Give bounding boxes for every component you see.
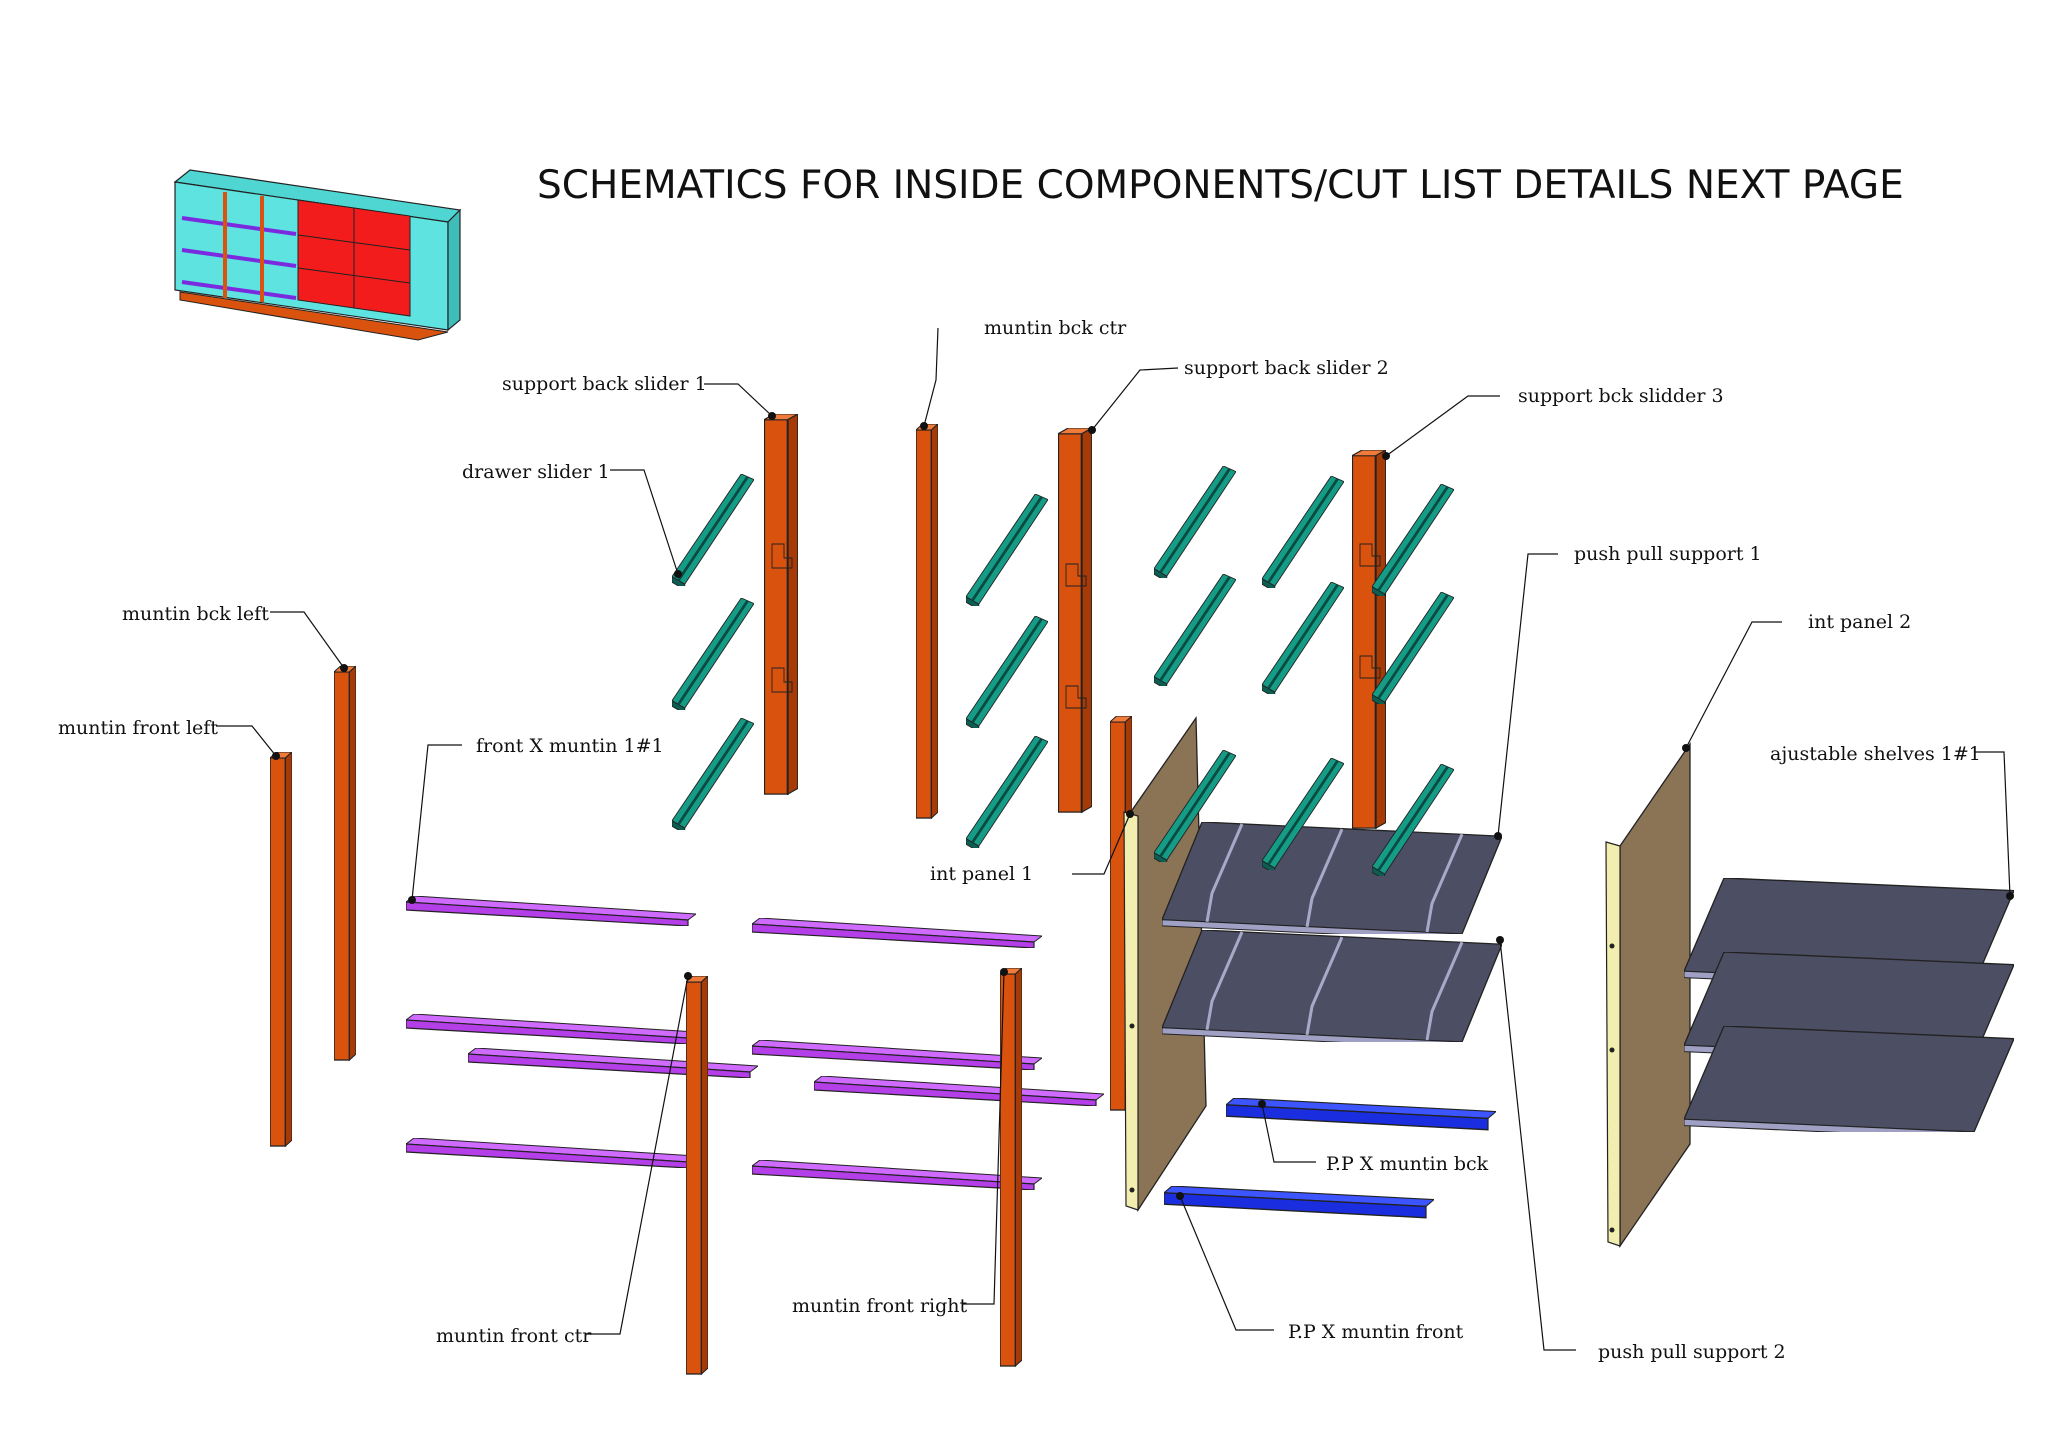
drawer-slider-part [672,718,754,830]
muntin-front-left-part [270,752,292,1147]
push-pull-support-2-part [1162,930,1502,1042]
drawer-slider-part [1154,574,1236,686]
part-labels: support back slider 1 muntin bck ctr sup… [58,317,1981,1363]
int-panel-1-part [1123,715,1207,1213]
label-muntin-front-left: muntin front left [58,717,218,739]
muntin-front-right-part [1000,968,1022,1367]
drawer-slider-part [1262,582,1344,694]
label-int-panel-2: int panel 2 [1808,611,1911,633]
support-back-slider-2-part [1058,428,1092,814]
label-ajustable-shelves: ajustable shelves 1#1 [1770,743,1981,765]
front-x-muntin-part [468,1048,758,1078]
muntin-bck-left-part [334,666,356,1061]
drawer-slider-part [966,736,1048,848]
label-muntin-front-ctr: muntin front ctr [436,1325,592,1347]
label-drawer-slider-1: drawer slider 1 [462,461,610,483]
label-push-pull-support-2: push pull support 2 [1598,1341,1786,1363]
label-support-back-slider-2: support back slider 2 [1184,357,1389,379]
muntin-bck-ctr-part [916,424,938,819]
drawer-slider-part [672,598,754,710]
pp-x-muntin-front-part [1164,1186,1434,1219]
cabinet-thumbnail [173,169,462,341]
adjustable-shelves [1684,878,2014,1132]
label-front-x-muntin: front X muntin 1#1 [476,735,664,757]
label-support-back-slider-1: support back slider 1 [502,373,707,395]
label-muntin-front-right: muntin front right [792,1295,968,1317]
front-x-muntin-part [406,896,696,926]
drawer-slider-part [672,474,754,586]
label-pp-x-muntin-front: P.P X muntin front [1288,1321,1464,1343]
label-pp-x-muntin-bck: P.P X muntin bck [1326,1153,1489,1175]
label-int-panel-1: int panel 1 [930,863,1033,885]
int-panel-2-part [1605,741,1691,1249]
drawer-slider-part [1262,476,1344,588]
support-notches [771,543,1381,709]
label-support-bck-slidder-3: support bck slidder 3 [1518,385,1724,407]
label-push-pull-support-1: push pull support 1 [1574,543,1762,565]
adjustable-shelf-part [1684,1026,2014,1132]
push-pull-support-1-part [1162,822,1502,934]
drawer-slider-part [966,616,1048,728]
front-x-muntin-part [406,1014,696,1044]
front-x-muntin-part [752,918,1042,948]
muntin-front-ctr-part [686,976,708,1375]
drawer-slider-part [1154,466,1236,578]
leader-lines [216,327,2011,1351]
front-x-muntin-part [752,1040,1042,1070]
label-muntin-bck-left: muntin bck left [122,603,269,625]
front-x-muntin-part [814,1076,1104,1106]
label-muntin-bck-ctr: muntin bck ctr [984,317,1127,339]
leader-dots [272,412,2014,1200]
drawer-slider-part [966,494,1048,606]
support-bck-slidder-3-part [1352,450,1386,830]
support-back-slider-1-part [764,414,798,796]
page-title: SCHEMATICS FOR INSIDE COMPONENTS/CUT LIS… [537,163,1904,208]
